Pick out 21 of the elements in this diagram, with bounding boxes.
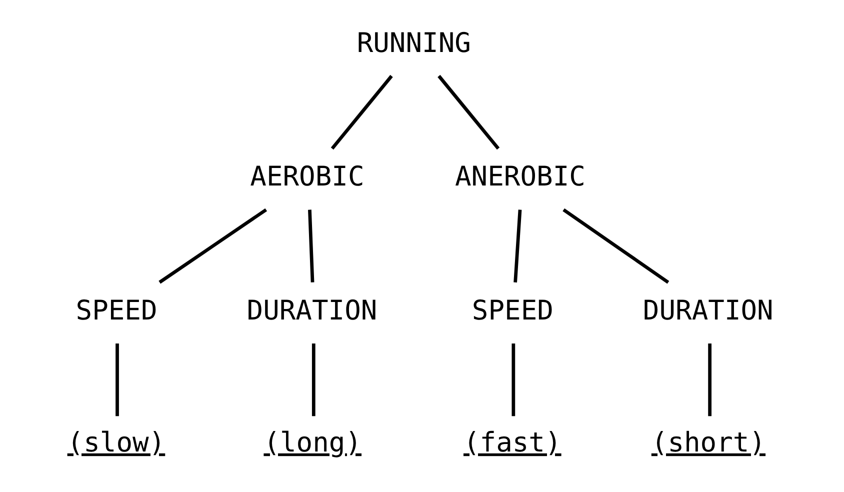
node-text: (long) — [264, 427, 362, 458]
connector — [512, 344, 516, 416]
node-text: (slow) — [67, 427, 166, 458]
node-text: SPEED — [472, 295, 554, 326]
node-text: DURATION — [642, 295, 774, 326]
connector — [158, 208, 268, 284]
connector — [562, 208, 670, 284]
connector — [116, 344, 119, 416]
node-text: RUNNING — [356, 28, 471, 59]
connector — [514, 210, 522, 282]
node-text: ANEROBIC — [455, 162, 586, 193]
connector — [708, 344, 712, 416]
node-text: DURATION — [246, 295, 378, 326]
node-text: (fast) — [463, 427, 562, 458]
connector — [330, 74, 393, 150]
node-text: AEROBIC — [250, 162, 364, 193]
connector — [312, 344, 316, 416]
node-text: (short) — [651, 427, 766, 458]
connector — [308, 210, 314, 282]
node-text: SPEED — [76, 295, 158, 326]
connector — [438, 74, 500, 150]
